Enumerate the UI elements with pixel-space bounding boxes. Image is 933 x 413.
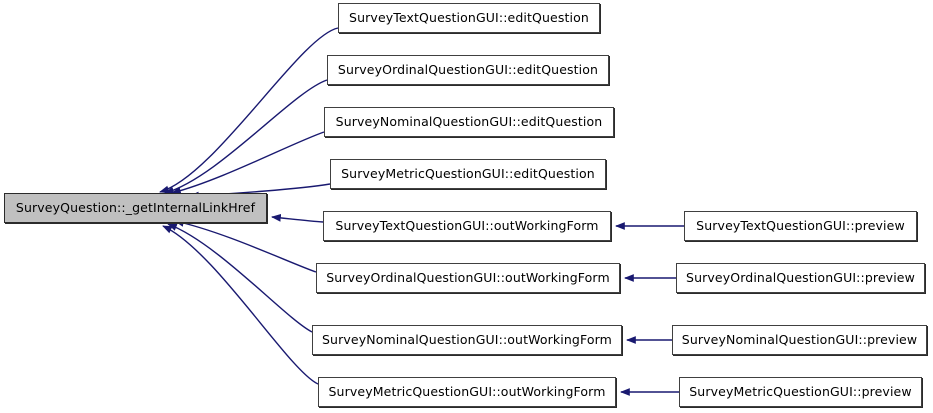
graph-node-label: SurveyTextQuestionGUI::preview: [696, 217, 905, 233]
graph-node-label: SurveyNominalQuestionGUI::outWorkingForm: [322, 331, 612, 347]
graph-node-label: SurveyTextQuestionGUI::editQuestion: [349, 9, 589, 25]
graph-edge: [171, 131, 325, 195]
graph-node-label: SurveyNominalQuestionGUI::editQuestion: [335, 113, 603, 129]
graph-edge: [162, 225, 319, 385]
graph-edge: [164, 79, 328, 195]
graph-edge: [271, 213, 324, 223]
graph-node-text-edit[interactable]: SurveyTextQuestionGUI::editQuestion: [338, 3, 600, 33]
graph-node-label: SurveyMetricQuestionGUI::editQuestion: [341, 165, 595, 181]
graph-node-root[interactable]: SurveyQuestion::_getInternalLinkHref: [4, 193, 267, 223]
graph-node-ordinal-owf[interactable]: SurveyOrdinalQuestionGUI::outWorkingForm: [316, 263, 620, 293]
graph-node-label: SurveyMetricQuestionGUI::outWorkingForm: [328, 383, 606, 399]
graph-node-nominal-owf[interactable]: SurveyNominalQuestionGUI::outWorkingForm: [312, 325, 622, 355]
graph-node-metric-preview[interactable]: SurveyMetricQuestionGUI::preview: [679, 377, 922, 407]
graph-node-nominal-edit[interactable]: SurveyNominalQuestionGUI::editQuestion: [324, 107, 614, 137]
graph-edge: [159, 27, 339, 194]
graph-node-text-owf[interactable]: SurveyTextQuestionGUI::outWorkingForm: [323, 211, 611, 241]
graph-node-nominal-preview[interactable]: SurveyNominalQuestionGUI::preview: [672, 325, 927, 355]
graph-node-label: SurveyMetricQuestionGUI::preview: [689, 383, 912, 399]
graph-node-ordinal-edit[interactable]: SurveyOrdinalQuestionGUI::editQuestion: [327, 55, 609, 85]
graph-node-metric-edit[interactable]: SurveyMetricQuestionGUI::editQuestion: [330, 159, 606, 189]
graph-node-label: SurveyTextQuestionGUI::outWorkingForm: [335, 217, 599, 233]
graph-edge: [174, 219, 317, 273]
graph-node-ordinal-preview[interactable]: SurveyOrdinalQuestionGUI::preview: [676, 263, 925, 293]
graph-edge: [167, 223, 313, 333]
graph-node-label: SurveyOrdinalQuestionGUI::preview: [686, 269, 915, 285]
graph-node-metric-owf[interactable]: SurveyMetricQuestionGUI::outWorkingForm: [318, 377, 616, 407]
graph-node-label: SurveyNominalQuestionGUI::preview: [681, 331, 918, 347]
graph-node-label: SurveyOrdinalQuestionGUI::editQuestion: [337, 61, 599, 77]
graph-node-label: SurveyQuestion::_getInternalLinkHref: [15, 199, 256, 215]
graph-node-label: SurveyOrdinalQuestionGUI::outWorkingForm: [326, 269, 610, 285]
graph-node-text-preview[interactable]: SurveyTextQuestionGUI::preview: [684, 211, 917, 241]
